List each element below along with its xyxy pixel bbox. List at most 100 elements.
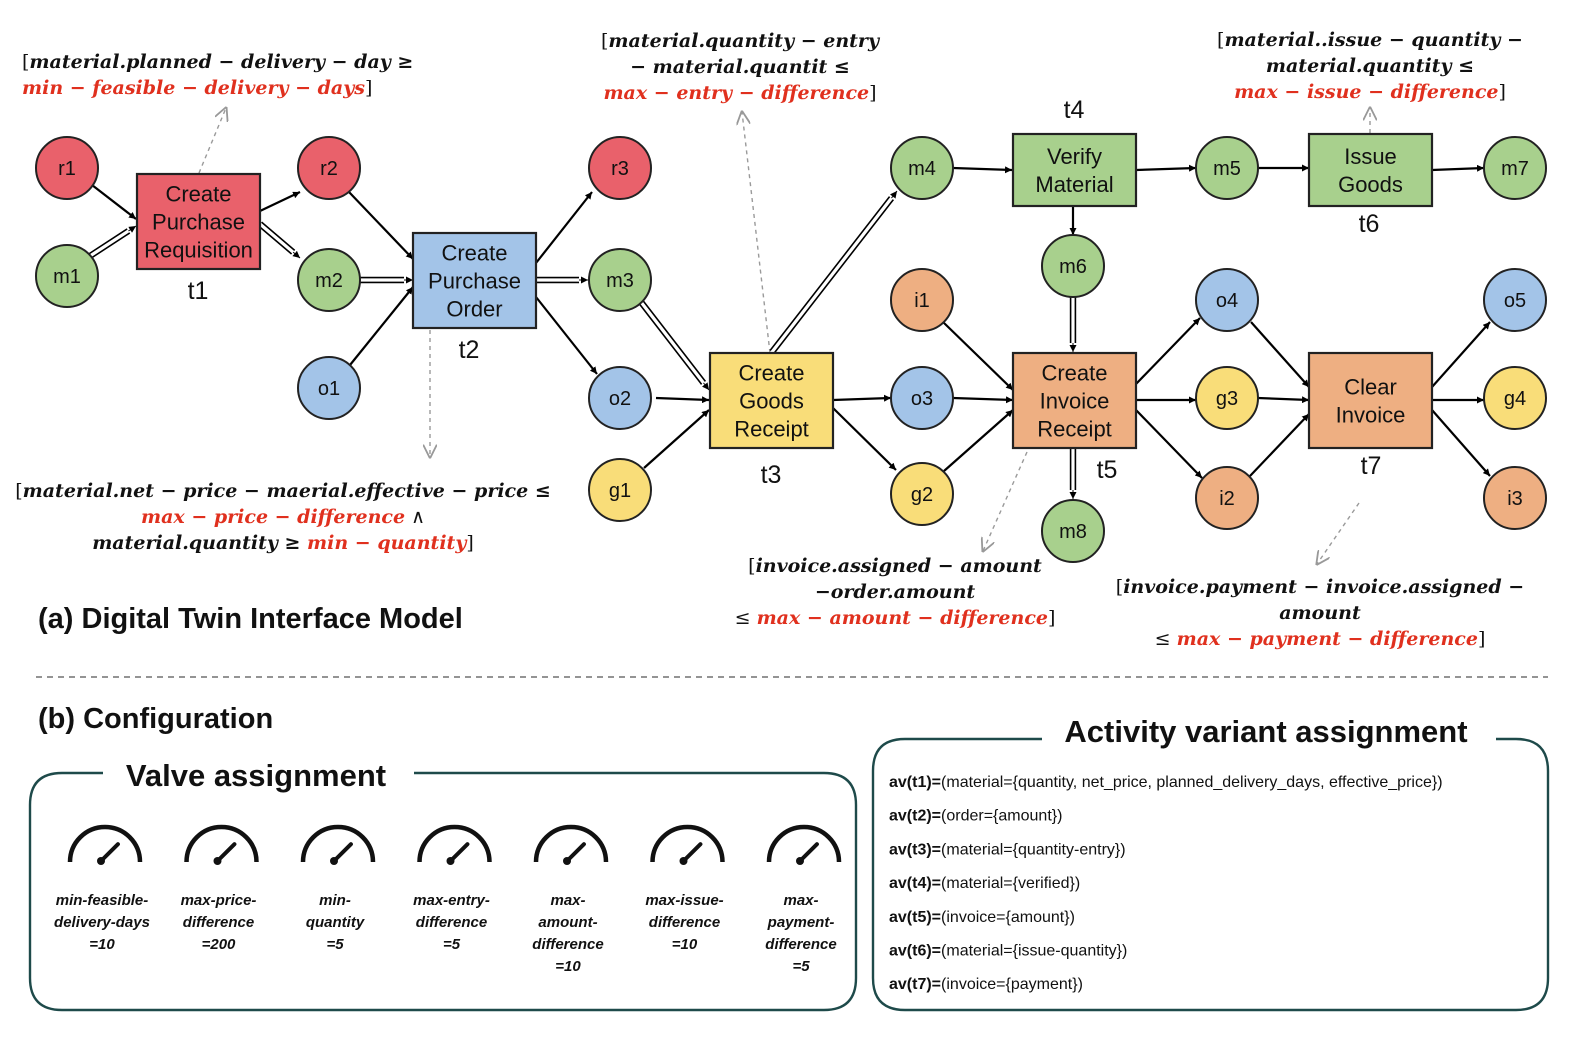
- valve-gauge: max-amount-difference=10: [532, 824, 609, 975]
- valve-gauge: max-price-difference=200: [181, 824, 259, 953]
- activity-variant-title: Activity variant assignment: [1064, 714, 1467, 749]
- place-m7: m7: [1483, 136, 1547, 200]
- arc: [952, 396, 1014, 404]
- place-o3: o3: [890, 366, 954, 430]
- arc: [943, 409, 1014, 472]
- section-a-title: (a) Digital Twin Interface Model: [38, 603, 463, 635]
- place-label: o5: [1504, 290, 1526, 312]
- arc: [655, 396, 710, 404]
- place-m5: m5: [1195, 136, 1259, 200]
- valve-label: difference: [416, 914, 487, 931]
- guard-line: max − entry − difference]: [603, 82, 876, 104]
- place-circle: [1483, 268, 1547, 332]
- arc: [832, 407, 897, 471]
- transition-id: t4: [1064, 96, 1085, 124]
- place-circle: [297, 136, 361, 200]
- guard-line: −order.amount: [815, 581, 976, 603]
- activity-variant-row: av(t2)=(order={amount}): [889, 808, 1062, 825]
- transition-box: [135, 172, 262, 271]
- gauge-dial-icon: [67, 824, 143, 863]
- place-o2: o2: [588, 366, 652, 430]
- valve-label: max-: [550, 892, 585, 909]
- place-circle: [890, 268, 954, 332]
- gauge-dial-icon: [417, 824, 492, 863]
- guard-line: [material.net − price − maerial.effectiv…: [15, 480, 551, 502]
- valve-label: =5: [443, 936, 461, 953]
- guard-t3: [material.quantity − entry − material.qua…: [601, 30, 881, 104]
- place-circle: [588, 248, 652, 312]
- guard-line: material.quantity ≥ min − quantity]: [92, 532, 474, 554]
- guard-line: − material.quantit ≤: [630, 56, 850, 78]
- place-label: m4: [908, 158, 936, 180]
- place-label: i2: [1219, 488, 1235, 510]
- guard-pointer: [983, 451, 1028, 551]
- place-circle: [297, 356, 361, 420]
- place-label: m5: [1213, 158, 1241, 180]
- place-circle: [1195, 268, 1259, 332]
- valve-label: =5: [792, 958, 810, 975]
- place-circle: [588, 366, 652, 430]
- arc: [88, 228, 128, 255]
- place-circle: [1195, 366, 1259, 430]
- gauge-hub: [446, 857, 455, 865]
- arc: [642, 300, 707, 382]
- transition-label: Clear: [1344, 375, 1397, 400]
- arc: [1431, 321, 1491, 388]
- guard-line: [material..issue − quantity −: [1217, 29, 1523, 51]
- guard-line: [invoice.payment − invoice.assigned −: [1116, 576, 1524, 598]
- place-label: g4: [1504, 388, 1526, 410]
- arc-head: [701, 382, 710, 391]
- place-o1: o1: [297, 356, 361, 420]
- place-circle: [1483, 466, 1547, 530]
- place-label: m1: [53, 266, 81, 288]
- arc: [257, 225, 293, 255]
- guard-line: [material.quantity − entry: [601, 30, 881, 52]
- transition-box: [411, 231, 538, 330]
- arc: [1431, 409, 1491, 477]
- transition-label: Receipt: [1037, 417, 1112, 442]
- arc: [832, 394, 892, 402]
- transition-label: Verify: [1047, 144, 1102, 169]
- valve-label: max-entry-: [413, 892, 490, 909]
- place-label: r1: [58, 158, 76, 180]
- place-circle: [890, 366, 954, 430]
- arc: [769, 196, 891, 352]
- arc: [535, 296, 598, 375]
- guard-line: [invoice.assigned − amount: [748, 555, 1042, 577]
- valve-label: =10: [672, 936, 698, 953]
- valve-label: =10: [555, 958, 581, 975]
- valve-label: =200: [202, 936, 236, 953]
- guard-pointer: [742, 112, 771, 354]
- arc: [1250, 321, 1310, 388]
- valve-label: difference: [765, 936, 836, 953]
- place-label: o4: [1216, 290, 1238, 312]
- transition-label: Issue: [1344, 144, 1397, 169]
- place-circle: [588, 458, 652, 522]
- place-circle: [297, 248, 361, 312]
- transition-label: Create: [738, 361, 804, 386]
- gauge-dial-icon: [184, 824, 259, 863]
- guard-line: [material.planned − delivery − day ≥: [22, 51, 413, 73]
- guard-pointer: [198, 108, 226, 174]
- valve-label: min-feasible-: [56, 892, 149, 909]
- gauge-dial-icon: [300, 824, 376, 863]
- arc: [643, 409, 710, 469]
- place-circle: [1483, 136, 1547, 200]
- transition-label: Receipt: [734, 417, 809, 442]
- transition-box: [1011, 132, 1138, 208]
- transition-id: t2: [459, 336, 480, 364]
- place-circle: [1041, 234, 1105, 298]
- valve-label: max-: [783, 892, 818, 909]
- arc: [90, 232, 131, 259]
- arc: [1249, 413, 1310, 477]
- valve-box-title: Valve assignment: [126, 758, 386, 793]
- annotations: [material.planned − delivery − day ≥min …: [15, 29, 1550, 1012]
- gauge-dial-icon: [533, 824, 609, 863]
- activity-variant-box: [871, 737, 1550, 1012]
